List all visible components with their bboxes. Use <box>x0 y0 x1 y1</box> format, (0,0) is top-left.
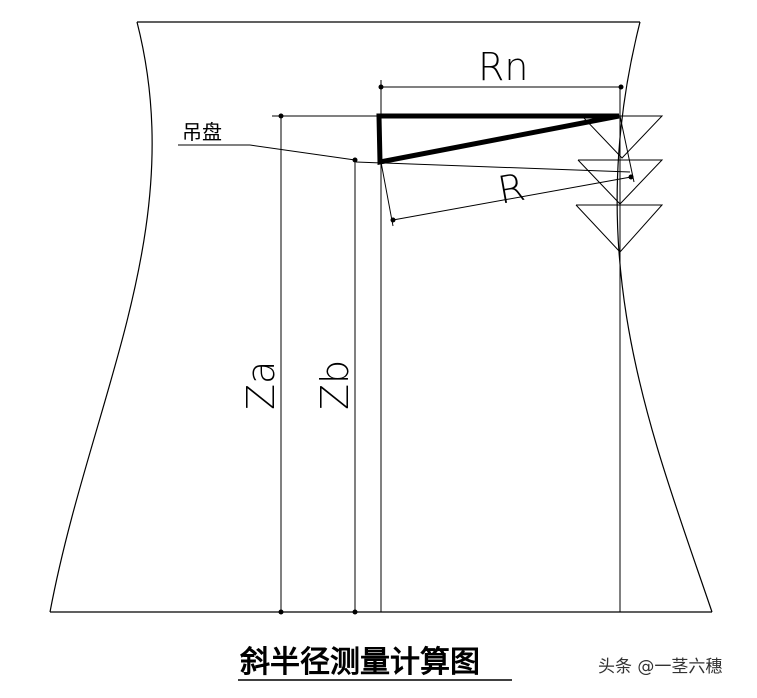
rn-label: Rn <box>478 45 529 89</box>
level-marker-2 <box>577 159 664 205</box>
disc-leader-line <box>249 144 356 161</box>
diagram-caption: 斜半径测量计算图 <box>240 645 480 680</box>
r-extension-right <box>619 115 635 183</box>
tower-right-wall <box>616 21 713 613</box>
hanging-disc-label: 吊盘 <box>182 120 222 144</box>
zb-label: Zb <box>313 360 357 410</box>
r-label: R <box>495 165 529 213</box>
zb-tick-top <box>352 157 358 163</box>
zb-tick-bottom <box>352 609 358 615</box>
disc-bottom-line <box>355 161 631 173</box>
za-label: Za <box>239 361 283 410</box>
level-marker-1 <box>581 115 664 159</box>
rn-tick-right <box>618 84 624 90</box>
za-tick-top <box>278 113 284 119</box>
za-tick-bottom <box>278 609 284 615</box>
level-marker-3 <box>575 204 664 253</box>
r-extension-left <box>380 161 394 227</box>
watermark-text: 头条 @一茎六穗 <box>598 657 722 677</box>
r-dimension-line <box>392 176 632 221</box>
tower-left-wall <box>49 21 153 613</box>
hanging-disc <box>376 113 620 166</box>
